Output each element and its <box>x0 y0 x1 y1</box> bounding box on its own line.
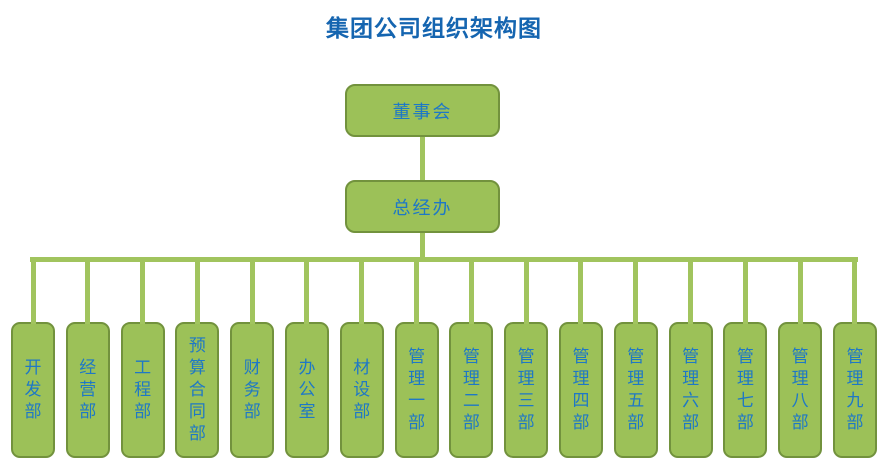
node-gm-label: 总经办 <box>392 197 453 219</box>
department-node: 管 理 二 部 <box>449 260 494 458</box>
department-node: 管 理 三 部 <box>504 260 549 458</box>
chart-title: 集团公司组织架构图 <box>326 16 542 42</box>
department-node: 经 营 部 <box>65 260 110 458</box>
department-label: 办 公 室 <box>298 358 316 422</box>
connector-stub <box>688 260 694 324</box>
department-node: 开 发 部 <box>11 260 55 458</box>
department-node: 管 理 七 部 <box>723 260 768 458</box>
department-node: 管 理 八 部 <box>778 260 823 458</box>
department-label: 管 理 七 部 <box>736 347 754 433</box>
connector-stub <box>797 260 803 324</box>
connector-stub <box>304 260 310 324</box>
department-label: 管 理 三 部 <box>517 347 535 433</box>
connector-stub <box>30 260 36 324</box>
connector-stub <box>414 260 420 324</box>
connector-stub <box>359 260 365 324</box>
connector-stub <box>578 260 584 324</box>
connector-stub <box>468 260 474 324</box>
connector-stub <box>85 260 91 324</box>
department-label: 管 理 六 部 <box>682 347 700 433</box>
connector-horizontal-bus <box>30 257 858 262</box>
department-node: 管 理 五 部 <box>613 260 658 458</box>
department-label: 管 理 九 部 <box>846 347 864 433</box>
node-general-manager-office: 总经办 <box>345 180 500 233</box>
connector-stub <box>140 260 146 324</box>
department-node: 办 公 室 <box>284 260 329 458</box>
department-label: 经 营 部 <box>79 358 97 422</box>
connector-stub <box>633 260 639 324</box>
department-node: 管 理 四 部 <box>558 260 603 458</box>
department-label: 财 务 部 <box>243 358 261 422</box>
connector-stub <box>852 260 858 324</box>
department-label: 管 理 五 部 <box>627 347 645 433</box>
department-label: 材 设 部 <box>353 358 371 422</box>
department-node: 管 理 六 部 <box>668 260 713 458</box>
connector-board-to-gm <box>420 137 425 180</box>
department-label: 管 理 八 部 <box>791 347 809 433</box>
connector-stub <box>194 260 200 324</box>
department-node: 预 算 合 同 部 <box>175 260 220 458</box>
connector-gm-to-bus <box>420 233 425 259</box>
department-node: 财 务 部 <box>230 260 275 458</box>
connector-stub <box>249 260 255 324</box>
department-label: 开 发 部 <box>24 358 42 422</box>
connector-stub <box>742 260 748 324</box>
node-board-label: 董事会 <box>392 101 453 123</box>
department-row: 开 发 部 经 营 部 工 程 部 预 算 合 同 部 财 务 部 办 公 室 … <box>11 260 877 458</box>
department-node: 材 设 部 <box>339 260 384 458</box>
connector-stub <box>523 260 529 324</box>
department-label: 管 理 二 部 <box>462 347 480 433</box>
node-board-of-directors: 董事会 <box>345 84 500 137</box>
department-node: 管 理 一 部 <box>394 260 439 458</box>
department-label: 工 程 部 <box>134 358 152 422</box>
department-label: 管 理 四 部 <box>572 347 590 433</box>
department-node: 管 理 九 部 <box>832 260 877 458</box>
department-label: 管 理 一 部 <box>408 347 426 433</box>
department-node: 工 程 部 <box>120 260 165 458</box>
department-label: 预 算 合 同 部 <box>188 336 206 444</box>
